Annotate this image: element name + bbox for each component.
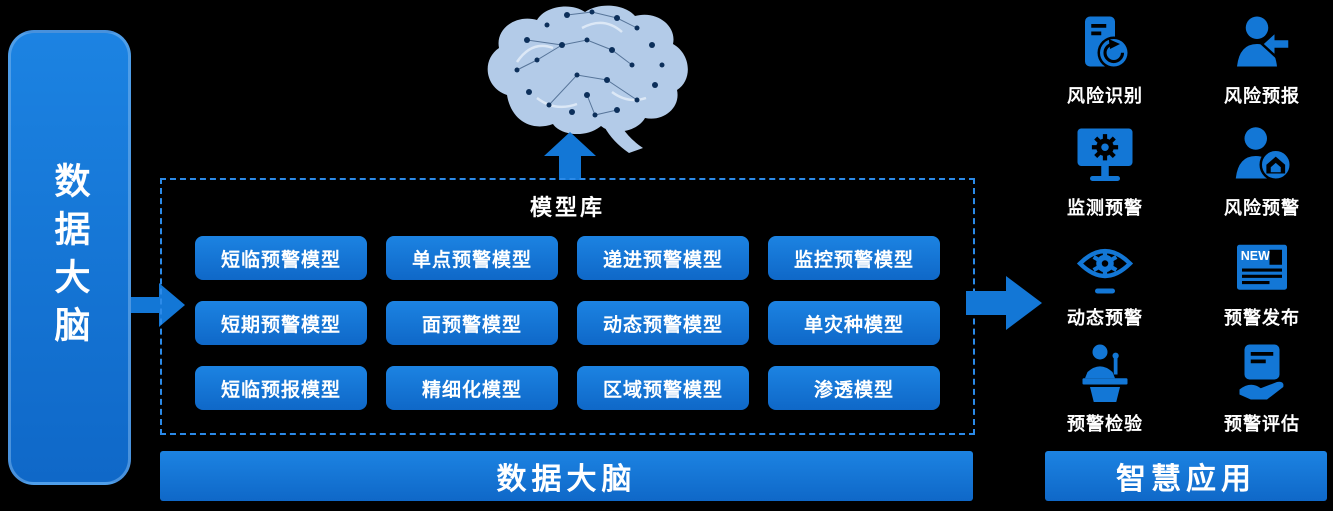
brain-network-icon [487, 5, 688, 153]
model-node: 短临预报模型 [195, 366, 367, 410]
data-brain-panel-title: 数据大脑 [49, 161, 91, 354]
model-node: 递进预警模型 [577, 236, 749, 280]
smart-application-bottom-bar: 智慧应用 [1045, 451, 1327, 501]
app-item-dynamic-warning: 动态预警 [1039, 236, 1171, 330]
model-node: 短临预警模型 [195, 236, 367, 280]
warning-inspection-icon [1082, 344, 1128, 402]
new-badge: NEW [1241, 249, 1270, 263]
app-label: 预警检验 [1067, 414, 1143, 434]
app-label: 预警发布 [1224, 308, 1300, 328]
model-node: 监控预警模型 [768, 236, 940, 280]
data-brain-bottom-bar-label: 数据大脑 [496, 463, 637, 496]
flow-arrow-right-to-apps [966, 276, 1042, 330]
model-library-box: 模型库 短临预警模型 单点预警模型 递进预警模型 监控预警模型 短期预警模型 面… [160, 178, 975, 435]
app-item-warning-evaluation: 预警评估 [1196, 342, 1328, 436]
app-label: 动态预警 [1067, 308, 1143, 328]
app-label: 风险预警 [1224, 198, 1300, 218]
dynamic-warning-icon [1076, 248, 1134, 294]
app-item-monitoring-warning: 监测预警 [1039, 126, 1171, 220]
app-item-warning-release: NEW 预警发布 [1196, 236, 1328, 330]
model-node: 精细化模型 [386, 366, 558, 410]
data-brain-bottom-bar: 数据大脑 [160, 451, 973, 501]
monitoring-warning-icon [1077, 128, 1133, 181]
app-item-warning-inspection: 预警检验 [1039, 342, 1171, 436]
app-item-risk-warning: 风险预警 [1196, 126, 1328, 220]
smart-application-bottom-bar-label: 智慧应用 [1116, 463, 1256, 496]
risk-warning-icon [1235, 127, 1292, 181]
risk-identification-icon [1085, 16, 1130, 69]
model-node: 面预警模型 [386, 301, 558, 345]
app-label: 风险预报 [1224, 86, 1300, 106]
flow-arrow-right-from-panel [131, 283, 185, 327]
model-library-title: 模型库 [529, 195, 605, 220]
app-item-risk-identification: 风险识别 [1039, 14, 1171, 108]
model-node: 单灾种模型 [768, 301, 940, 345]
app-label: 监测预警 [1067, 198, 1143, 218]
warning-evaluation-icon [1239, 344, 1284, 400]
app-item-risk-forecast: 风险预报 [1196, 14, 1328, 108]
model-node: 单点预警模型 [386, 236, 558, 280]
flow-arrow-up-to-brain [544, 132, 596, 180]
data-brain-panel: 数据大脑 [8, 30, 131, 485]
model-node: 区域预警模型 [577, 366, 749, 410]
warning-release-icon: NEW [1237, 244, 1287, 290]
risk-forecast-icon [1237, 16, 1291, 67]
app-label: 预警评估 [1224, 414, 1300, 434]
app-label: 风险识别 [1067, 86, 1143, 106]
model-node: 渗透模型 [768, 366, 940, 410]
model-node: 动态预警模型 [577, 301, 749, 345]
model-grid: 短临预警模型 单点预警模型 递进预警模型 监控预警模型 短期预警模型 面预警模型… [162, 222, 973, 410]
model-node: 短期预警模型 [195, 301, 367, 345]
